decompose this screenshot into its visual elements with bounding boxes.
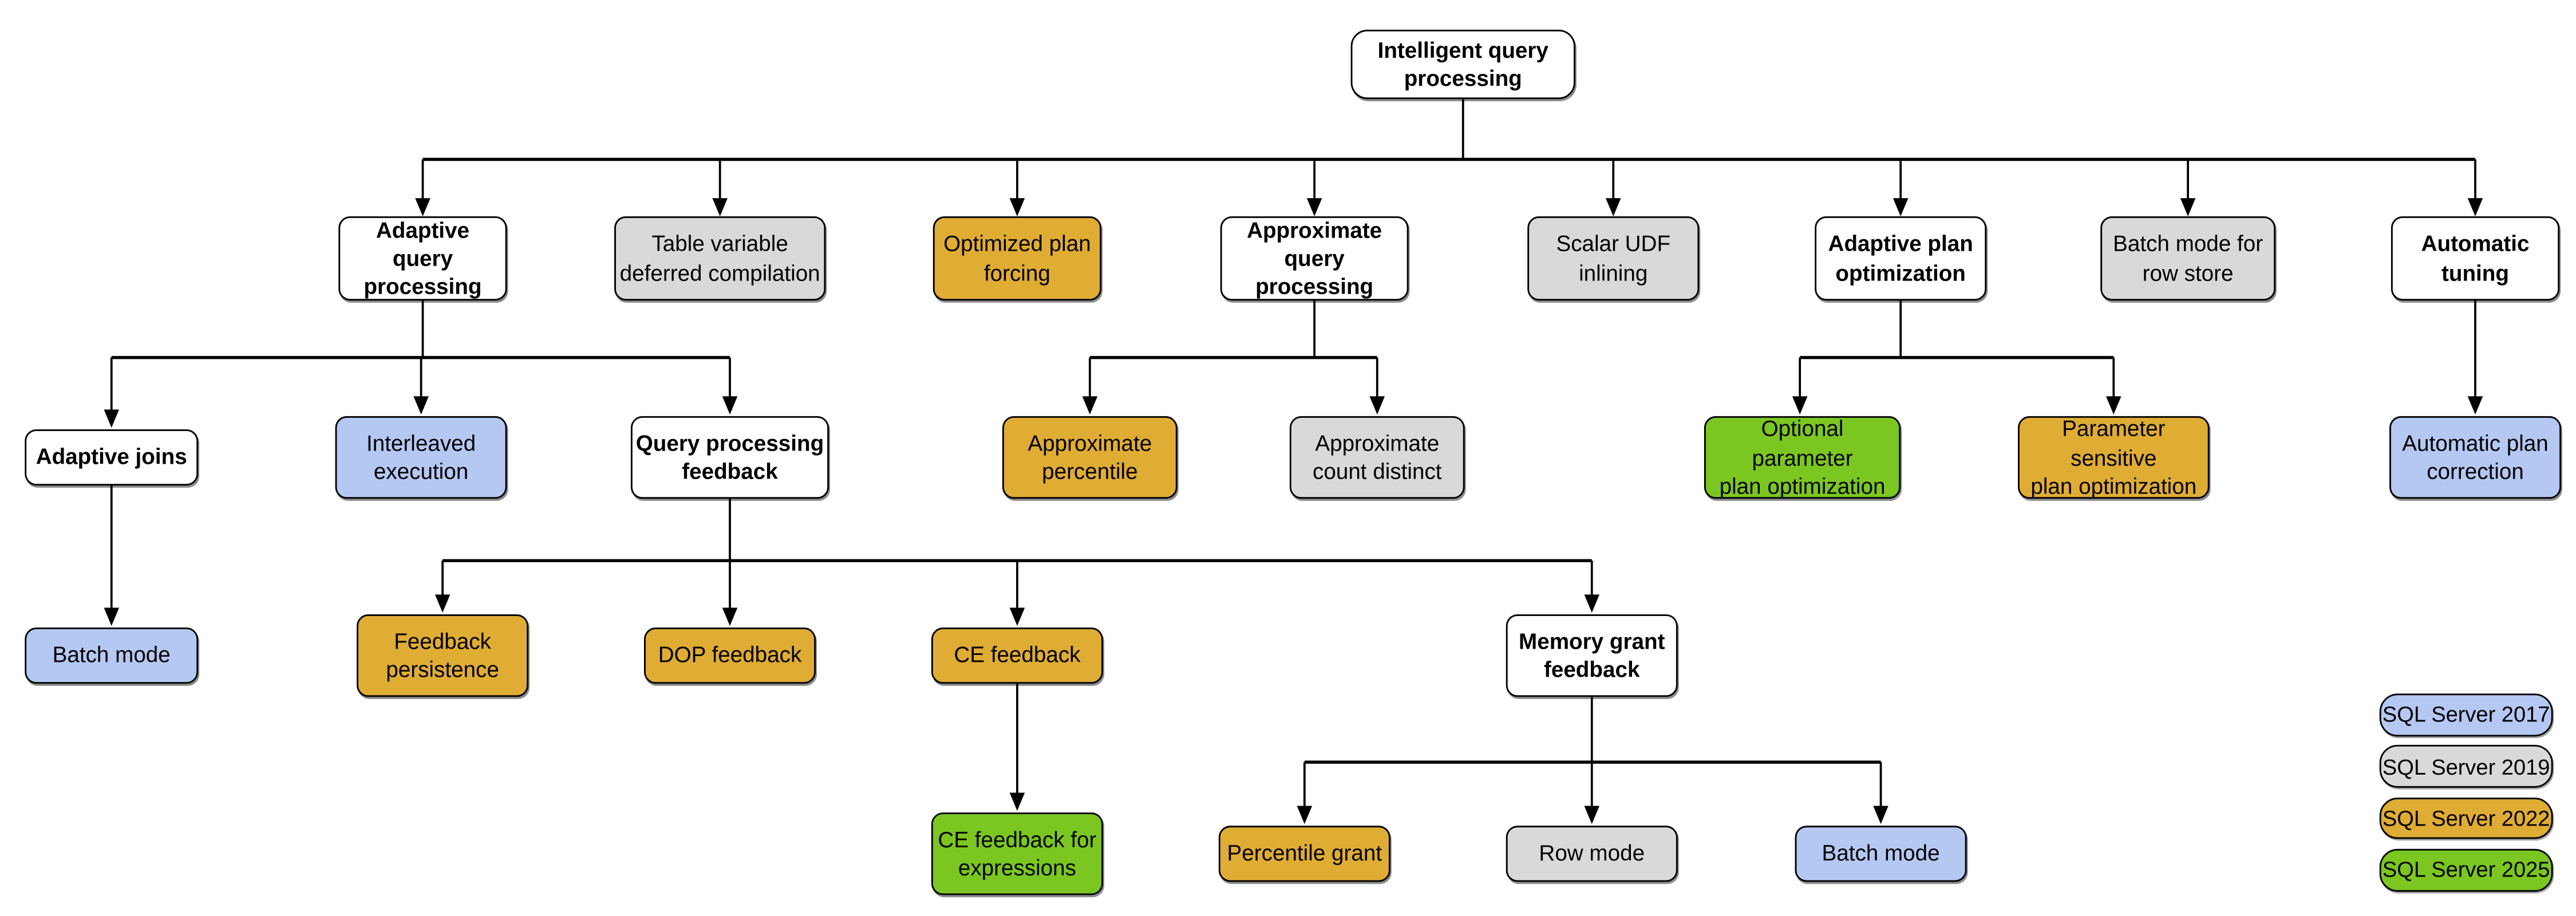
- node-adaptive-joins: Adaptive joins: [25, 429, 199, 486]
- arrowhead-icon: [413, 396, 429, 415]
- arrowhead-icon: [434, 594, 451, 613]
- arrowhead-icon: [2106, 396, 2121, 415]
- arrowhead-icon: [722, 607, 738, 626]
- legend-item-sql-server-2025: SQL Server 2025: [2379, 848, 2553, 891]
- node-adaptive-query-processing: Adaptive query processing: [338, 216, 507, 301]
- arrowhead-icon: [2467, 198, 2483, 216]
- arrowhead-icon: [712, 198, 728, 216]
- arrowhead-icon: [1605, 198, 1621, 216]
- arrowhead-icon: [722, 396, 738, 415]
- node-interleaved-execution: Interleaved execution: [335, 416, 507, 499]
- node-approximate-percentile: Approximate percentile: [1002, 416, 1178, 499]
- arrowhead-icon: [1306, 198, 1322, 216]
- node-query-processing-feedback: Query processing feedback: [630, 416, 829, 499]
- arrowhead-icon: [1792, 396, 1808, 415]
- arrowhead-icon: [2180, 198, 2196, 216]
- arrowhead-icon: [1009, 198, 1025, 216]
- node-percentile-grant: Percentile grant: [1218, 826, 1390, 882]
- node-approximate-count-distinct: Approximate count distinct: [1289, 416, 1465, 499]
- arrowhead-icon: [1873, 806, 1888, 824]
- node-automatic-tuning: Automatic tuning: [2391, 216, 2560, 301]
- node-dop-feedback: DOP feedback: [644, 627, 816, 684]
- arrowhead-icon: [1082, 396, 1098, 415]
- arrowhead-icon: [1584, 806, 1600, 824]
- node-batch-mode-for-row-store: Batch mode for row store: [2100, 216, 2276, 301]
- node-table-variable-deferred-compilation: Table variable deferred compilation: [614, 216, 826, 301]
- arrowhead-icon: [1009, 607, 1025, 626]
- arrowhead-icon: [1009, 792, 1025, 811]
- arrowhead-icon: [104, 607, 120, 626]
- node-parameter-sensitive-plan-optimization: Parameter sensitive plan optimization: [2018, 416, 2210, 499]
- legend-item-sql-server-2019: SQL Server 2019: [2379, 745, 2553, 788]
- node-automatic-plan-correction: Automatic plan correction: [2389, 416, 2562, 499]
- node-scalar-udf-inlining: Scalar UDF inlining: [1527, 216, 1700, 301]
- node-ce-feedback-for-expressions: CE feedback for expressions: [931, 812, 1103, 895]
- legend-item-sql-server-2017: SQL Server 2017: [2379, 693, 2553, 736]
- node-ce-feedback: CE feedback: [931, 627, 1103, 684]
- node-approximate-query-processing: Approximate query processing: [1220, 216, 1409, 301]
- arrowhead-icon: [1893, 198, 1909, 216]
- node-intelligent-query-processing: Intelligent query processing: [1350, 29, 1575, 100]
- node-row-mode: Row mode: [1506, 826, 1678, 882]
- node-adaptive-plan-optimization: Adaptive plan optimization: [1815, 216, 1987, 301]
- arrowhead-icon: [1584, 594, 1600, 613]
- node-batch-mode-adaptive-joins: Batch mode: [25, 627, 199, 684]
- node-optimized-plan-forcing: Optimized plan forcing: [933, 216, 1102, 301]
- arrowhead-icon: [1297, 806, 1313, 824]
- node-batch-mode-memory-grant: Batch mode: [1795, 826, 1967, 882]
- arrowhead-icon: [415, 198, 430, 216]
- arrowhead-icon: [2467, 396, 2483, 415]
- arrowhead-icon: [104, 409, 120, 428]
- legend-item-sql-server-2022: SQL Server 2022: [2379, 797, 2553, 839]
- node-feedback-persistence: Feedback persistence: [357, 614, 529, 697]
- arrowhead-icon: [1369, 396, 1385, 415]
- node-memory-grant-feedback: Memory grant feedback: [1506, 614, 1678, 697]
- node-optional-parameter-plan-optimization: Optional parameter plan optimization: [1704, 416, 1901, 499]
